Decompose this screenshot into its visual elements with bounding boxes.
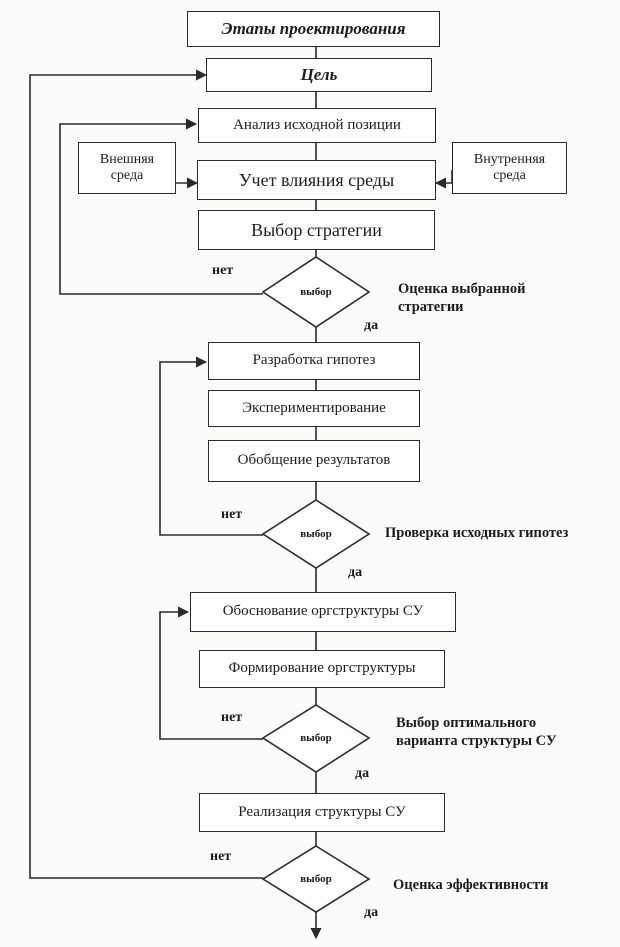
orgstructure-justification-box: Обоснование оргструктуры СУ xyxy=(190,592,456,632)
decision-label-3: выбор xyxy=(300,732,332,744)
yes-label-1: да xyxy=(364,318,379,333)
results-generalization-box: Обобщение результатов xyxy=(208,440,420,482)
goal-box: Цель xyxy=(206,58,432,92)
note-efficiency-evaluation: Оценка эффективности xyxy=(393,877,549,893)
decision-diamond-1 xyxy=(261,256,371,328)
yes-label-3: да xyxy=(355,766,370,781)
experimentation-box: Экспериментирование xyxy=(208,390,420,427)
external-environment-box: Внешняя среда xyxy=(78,142,176,194)
note-strategy-evaluation: Оценка выбранной стратегии xyxy=(398,281,526,316)
no-label-3: нет xyxy=(221,710,243,725)
decision-diamond-3 xyxy=(261,704,371,773)
environment-influence-box: Учет влияния среды xyxy=(197,160,436,200)
no-label-4: нет xyxy=(210,849,232,864)
orgstructure-formation-box: Формирование оргструктуры xyxy=(199,650,445,688)
no-label-2: нет xyxy=(221,507,243,522)
note-hypotheses-check: Проверка исходных гипотез xyxy=(385,525,569,541)
decision-diamond-4 xyxy=(261,845,371,913)
loop-decision1-analysis xyxy=(59,118,263,295)
no-label-1: нет xyxy=(212,263,234,278)
loop-decision4-goal xyxy=(29,69,263,879)
stages-title-box: Этапы проектирования xyxy=(187,11,440,47)
connector-internal-influence xyxy=(434,170,453,189)
structure-implementation-box: Реализация структуры СУ xyxy=(199,793,445,832)
analysis-box: Анализ исходной позиции xyxy=(198,108,436,143)
decision-label-4: выбор xyxy=(300,873,332,885)
note-optimal-structure: Выбор оптимального варианта структуры СУ xyxy=(396,715,557,750)
loop-decision3-justification xyxy=(159,606,263,740)
strategy-choice-box: Выбор стратегии xyxy=(198,210,435,250)
decision-label-1: выбор xyxy=(300,286,332,298)
internal-environment-box: Внутренняя среда xyxy=(452,142,567,194)
loop-decision2-hypotheses xyxy=(159,356,263,536)
decision-diamond-2 xyxy=(261,499,371,569)
yes-label-4: да xyxy=(364,905,379,920)
decision-label-2: выбор xyxy=(300,528,332,540)
yes-label-2: да xyxy=(348,565,363,580)
hypotheses-development-box: Разработка гипотез xyxy=(208,342,420,380)
